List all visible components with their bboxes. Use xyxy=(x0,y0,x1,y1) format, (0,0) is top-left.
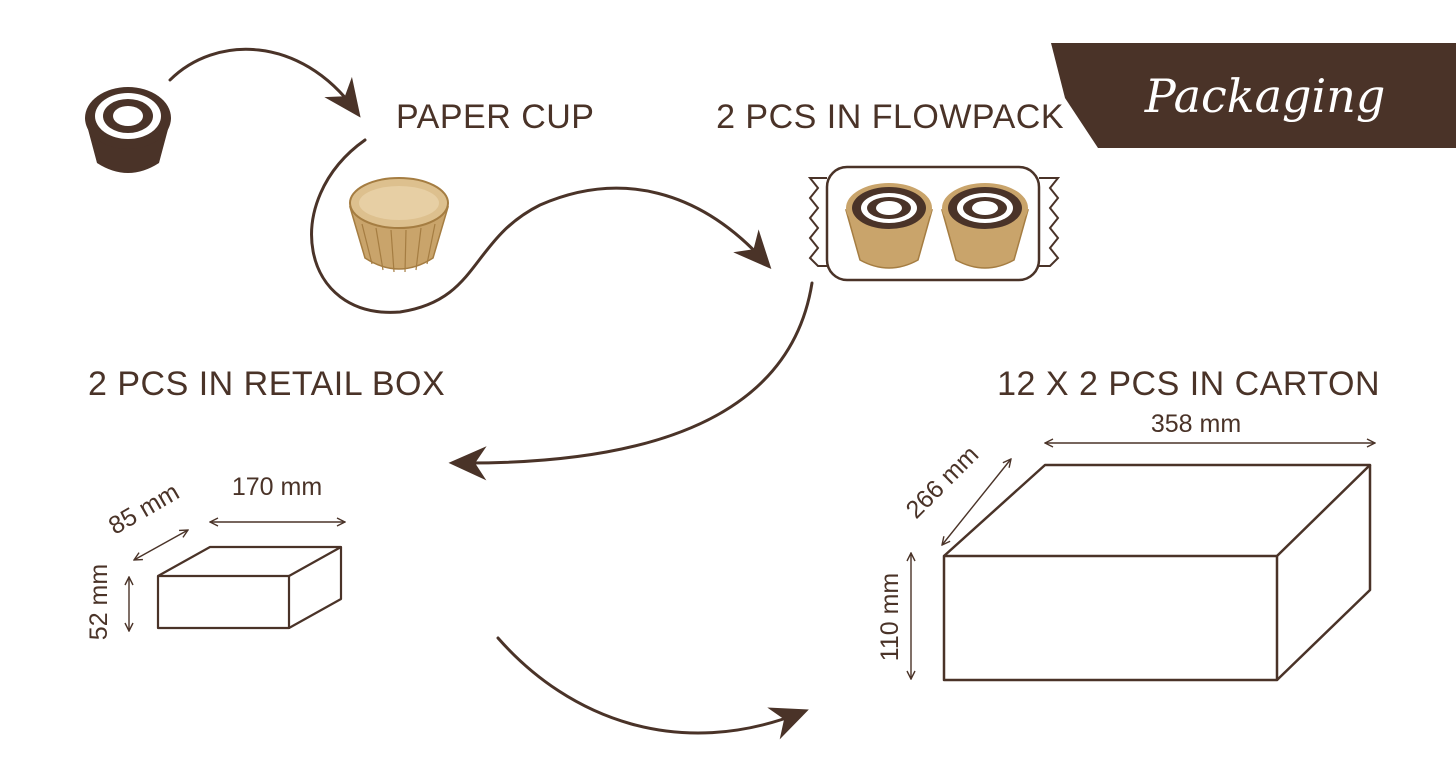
banner-title: Packaging xyxy=(1144,69,1386,123)
carton-depth: 266 mm xyxy=(901,441,985,525)
step-label-paper-cup: PAPER CUP xyxy=(396,98,594,136)
flow-arrow-icon xyxy=(168,47,361,118)
carton-width: 358 mm xyxy=(1151,410,1241,438)
dessert-cup-icon xyxy=(85,87,171,173)
step-label-flowpack: 2 PCS IN FLOWPACK xyxy=(716,98,1064,136)
flowpack-cup-right xyxy=(941,183,1029,269)
flowpack-cup-left xyxy=(845,183,933,269)
paper-cup-icon xyxy=(348,177,450,273)
flowpack-icon xyxy=(807,165,1061,282)
retail-box-width: 170 mm xyxy=(232,473,322,501)
retail-box-dimension-lines xyxy=(129,522,345,631)
flow-arrow-icon xyxy=(310,138,772,314)
flow-arrow-icon xyxy=(496,636,809,740)
retail-box-depth: 85 mm xyxy=(104,478,184,540)
flow-arrow-icon xyxy=(448,281,814,481)
carton-height: 110 mm xyxy=(876,573,904,661)
retail-box-icon xyxy=(156,545,343,630)
carton-box-icon xyxy=(942,463,1372,682)
carton-dimension-lines xyxy=(911,443,1375,679)
step-label-carton: 12 X 2 PCS IN CARTON xyxy=(997,365,1380,403)
retail-box-height: 52 mm xyxy=(85,564,113,640)
flow-arrows xyxy=(168,47,814,740)
step-label-retail-box: 2 PCS IN RETAIL BOX xyxy=(88,365,445,403)
packaging-banner: Packaging xyxy=(1051,43,1456,148)
